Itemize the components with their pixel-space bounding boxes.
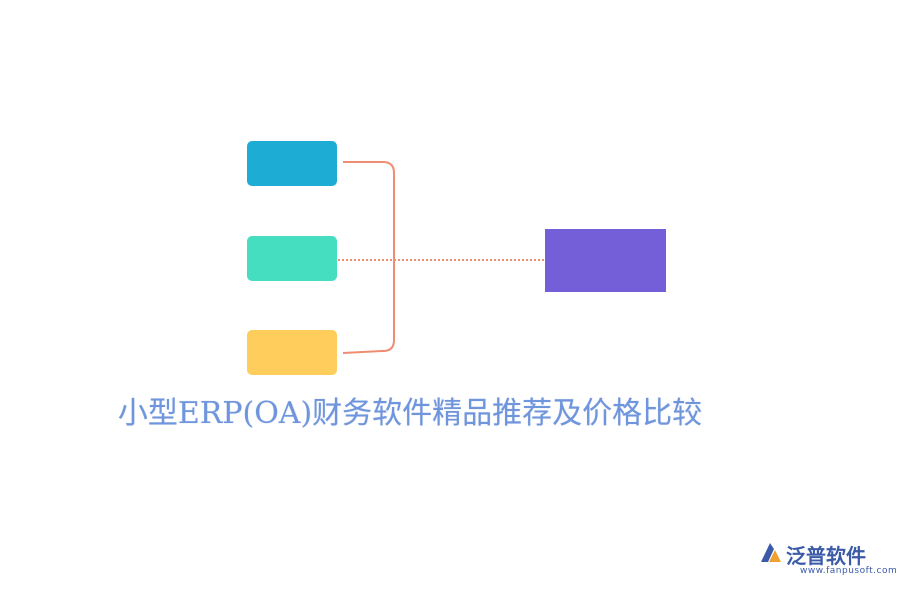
diagram-title: 小型ERP(OA)财务软件精品推荐及价格比较 — [117, 396, 703, 431]
target-box — [545, 229, 666, 292]
brand-mark-icon — [761, 543, 781, 562]
brand-name: 泛普软件 — [786, 544, 866, 568]
node-box-top — [247, 141, 337, 186]
node-box-middle — [247, 236, 337, 281]
brand-logo: 泛普软件 www.fanpusoft.com — [758, 538, 897, 586]
brand-url: www.fanpusoft.com — [800, 566, 898, 576]
node-box-bottom — [247, 330, 337, 375]
bracket-connector — [342, 161, 395, 354]
